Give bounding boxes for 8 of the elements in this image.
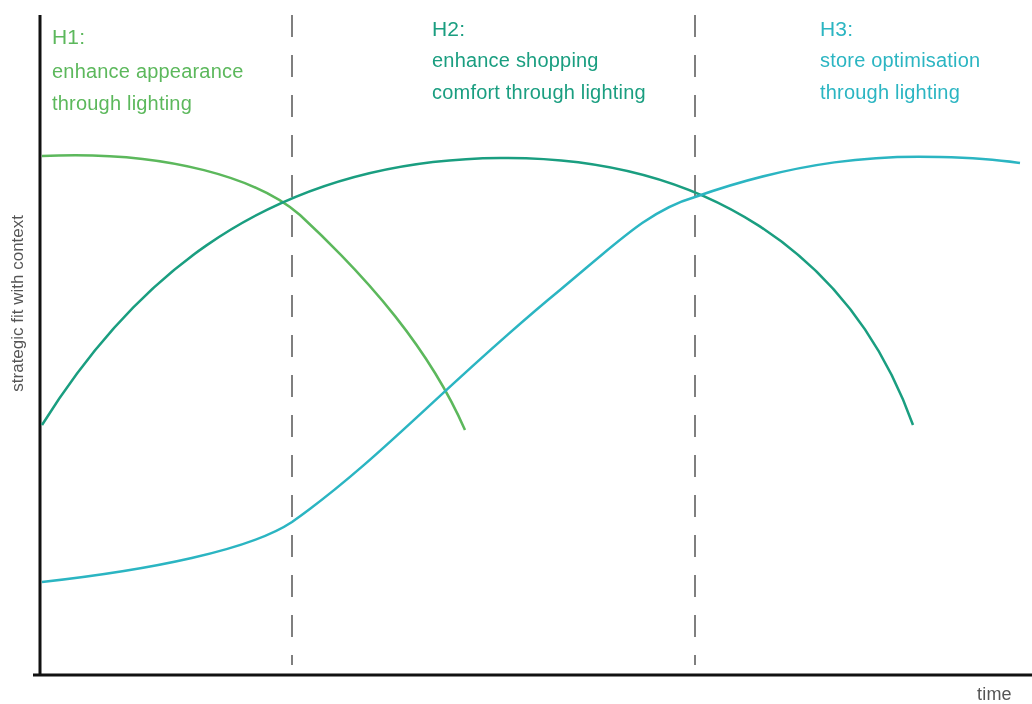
horizon-description: store optimisation through lighting	[820, 48, 982, 105]
horizon-description: enhance shopping comfort through lighting	[432, 48, 647, 105]
horizon-heading: H3:	[820, 16, 855, 42]
horizon-heading: H1:	[52, 24, 87, 50]
axis-title: strategic fit with context	[8, 215, 28, 392]
horizon-heading: H2:	[432, 16, 467, 42]
horizon-description: enhance appearance through lighting	[52, 59, 245, 116]
axis-title: time	[977, 683, 1013, 704]
